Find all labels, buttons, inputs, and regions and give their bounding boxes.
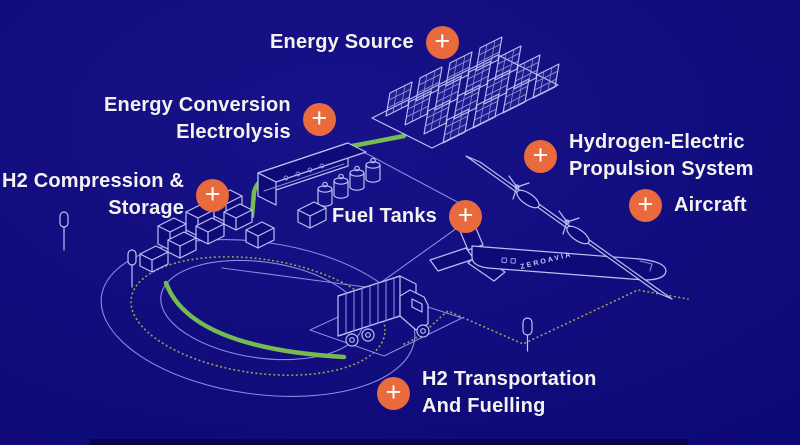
aircraft-plus-button[interactable]: + (629, 189, 662, 222)
propeller-icon (508, 175, 530, 200)
h2-transport-text: H2 Transportation And Fuelling (422, 368, 597, 417)
dotted-transport-route (403, 289, 689, 345)
fuel-tanks-plus-button[interactable]: + (449, 200, 482, 233)
h2-compression-plus-button[interactable]: + (196, 178, 230, 212)
label-h2-compression: H2 Compression & Storage + (2, 168, 230, 222)
aircraft-text: Aircraft (674, 194, 747, 216)
h2-compression-text: H2 Compression & Storage (2, 170, 185, 219)
label-propulsion: + Hydrogen-Electric Propulsion System (524, 129, 754, 183)
propulsion-plus-button[interactable]: + (524, 139, 557, 173)
lamp-post (127, 249, 137, 288)
plus-icon: + (532, 139, 549, 170)
label-h2-transport: + H2 Transportation And Fuelling (377, 366, 597, 420)
plus-icon: + (385, 376, 402, 407)
fuel-tanks-text: Fuel Tanks (332, 205, 437, 227)
label-fuel-tanks: Fuel Tanks + (332, 200, 482, 233)
label-energy-source: Energy Source + (270, 26, 459, 59)
label-energy-conversion: Energy Conversion Electrolysis + (104, 92, 336, 146)
plus-icon: + (637, 189, 654, 219)
h2-transport-plus-button[interactable]: + (377, 376, 410, 410)
plus-icon: + (434, 26, 451, 56)
energy-conversion-text: Energy Conversion Electrolysis (104, 94, 291, 143)
energy-conversion-plus-button[interactable]: + (302, 102, 336, 136)
energy-source-text: Energy Source (270, 31, 414, 53)
bottom-vignette (90, 439, 688, 445)
lamp-post (59, 211, 69, 251)
solar-array-illustration (371, 36, 560, 149)
plus-icon: + (311, 102, 328, 133)
plus-icon: + (457, 200, 474, 230)
aircraft-illustration: ZEROAVIA (429, 155, 673, 300)
label-aircraft: + Aircraft (629, 189, 747, 222)
storage-illustration (59, 189, 275, 288)
electrolysis-illustration (257, 142, 381, 229)
plus-icon: + (204, 178, 221, 209)
stand-lamp-post (522, 317, 533, 352)
propulsion-text: Hydrogen-Electric Propulsion System (569, 131, 754, 180)
energy-source-plus-button[interactable]: + (425, 26, 459, 59)
propeller-icon (558, 210, 580, 235)
truck-illustration (337, 275, 430, 347)
